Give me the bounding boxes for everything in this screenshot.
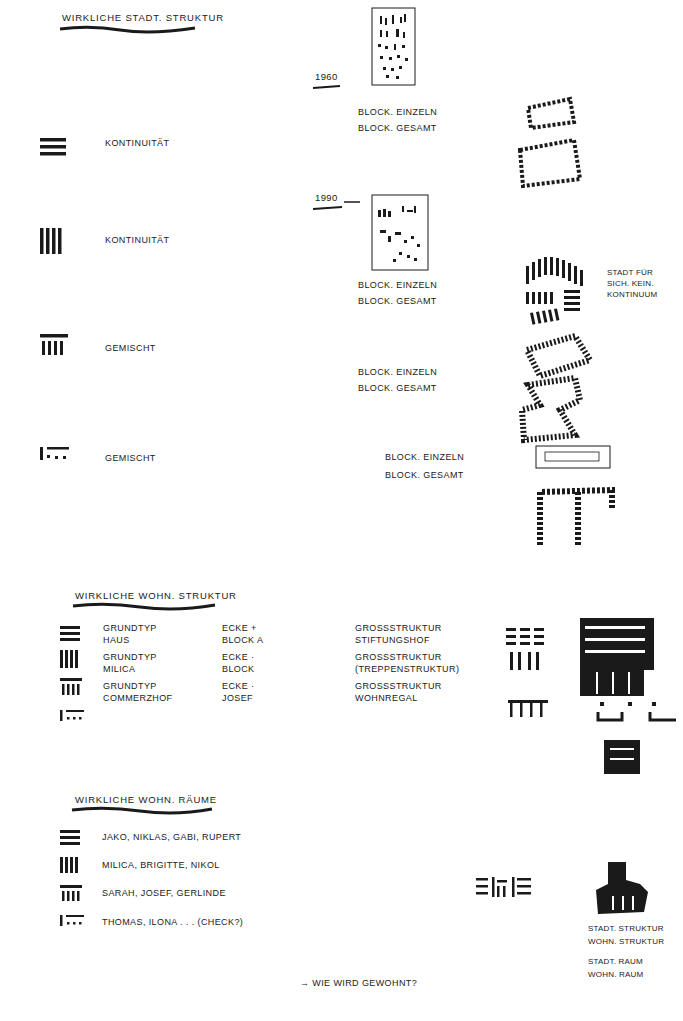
sketch-note: ECKE · BLOCK — [222, 651, 274, 675]
symbol-mixed — [60, 678, 82, 695]
sketch-note: BLOCK. GESAMT — [358, 295, 437, 307]
sketch-note: BLOCK. EINZELN — [358, 106, 437, 118]
block-sketch — [528, 99, 574, 128]
section-heading: WIRKLICHE WOHN. RÄUME — [75, 794, 217, 807]
sketch-note: WOHN. STRUKTUR — [588, 937, 664, 948]
city-plan-1960 — [372, 8, 415, 85]
sketch-note: KONTINUITÄT — [105, 137, 169, 149]
sketch-note: SARAH, JOSEF, GERLINDE — [102, 887, 226, 899]
symbol-horizontal — [60, 830, 80, 845]
sketch-note: GROSSSTRUKTUR WOHNREGAL — [355, 680, 473, 704]
symbol-mixed — [60, 885, 82, 901]
heading-underline — [73, 604, 215, 609]
symbol-vertical — [40, 228, 62, 254]
sketch-note: BLOCK. GESAMT — [358, 122, 437, 134]
sketch-note: THOMAS, ILONA . . . (CHECK?) — [102, 916, 243, 928]
block-sketch — [527, 336, 590, 376]
sketch-note: GRUNDTYP HAUS — [103, 622, 173, 646]
sketch-note: STADT. STRUKTUR — [588, 924, 664, 935]
sketch-note: GEMISCHT — [105, 452, 156, 464]
sketch-note: WOHN. RAUM — [588, 970, 643, 981]
sketch-note: GRUNDTYP COMMERZHOF — [103, 680, 193, 704]
section-heading: WIRKLICHE STADT. STRUKTUR — [62, 12, 224, 25]
block-sketch — [526, 257, 583, 325]
sketch-note: BLOCK. EINZELN — [385, 451, 464, 463]
sketch-note: BLOCK. GESAMT — [358, 382, 437, 394]
sketch-note: ECKE + BLOCK A — [222, 622, 274, 646]
block-sketch — [536, 446, 610, 468]
symbol-scattered — [40, 447, 69, 460]
sketch-note: MILICA, BRIGITTE, NIKOL — [102, 859, 220, 871]
housing-sketch — [506, 618, 676, 774]
symbol-mixed — [40, 334, 68, 355]
sketch-note: GROSSSTRUKTUR STIFTUNGSHOF — [355, 622, 473, 646]
sketch-note: BLOCK. EINZELN — [358, 279, 437, 291]
symbol-vertical — [60, 857, 78, 873]
year-label: 1960 — [315, 71, 338, 84]
symbol-vertical — [60, 650, 78, 668]
sketch-note: BLOCK. GESAMT — [385, 469, 464, 481]
sketch-note: STADT FÜR SICH. KEIN. KONTINUUM — [607, 268, 677, 300]
sketch-note: GROSSSTRUKTUR (TREPPENSTRUKTUR) — [355, 651, 473, 675]
year-label: 1990 — [315, 192, 338, 205]
sketch-note: KONTINUITÄT — [105, 234, 169, 246]
sketch-note: ECKE · JOSEF — [222, 680, 274, 704]
sketch-note: GRUNDTYP MILICA — [103, 651, 173, 675]
symbol-scattered — [60, 710, 84, 721]
heading-underline — [60, 27, 195, 32]
symbol-horizontal — [60, 626, 80, 641]
sketch-note: JAKO, NIKLAS, GABI, RUPERT — [102, 831, 241, 843]
symbol-horizontal — [40, 138, 66, 156]
room-sketch — [476, 862, 648, 914]
sketch-note: STADT. RAUM — [588, 957, 643, 968]
heading-underline — [72, 808, 212, 813]
city-plan-1990 — [372, 195, 428, 270]
sketch-note: → WIE WIRD GEWOHNT? — [300, 977, 417, 989]
sketch-note: GEMISCHT — [105, 342, 156, 354]
block-sketch — [522, 378, 580, 440]
block-sketch — [520, 140, 580, 186]
sketch-note: BLOCK. EINZELN — [358, 366, 437, 378]
block-sketch — [540, 490, 612, 545]
section-heading: WIRKLICHE WOHN. STRUKTUR — [75, 590, 237, 603]
symbol-scattered — [60, 915, 84, 926]
